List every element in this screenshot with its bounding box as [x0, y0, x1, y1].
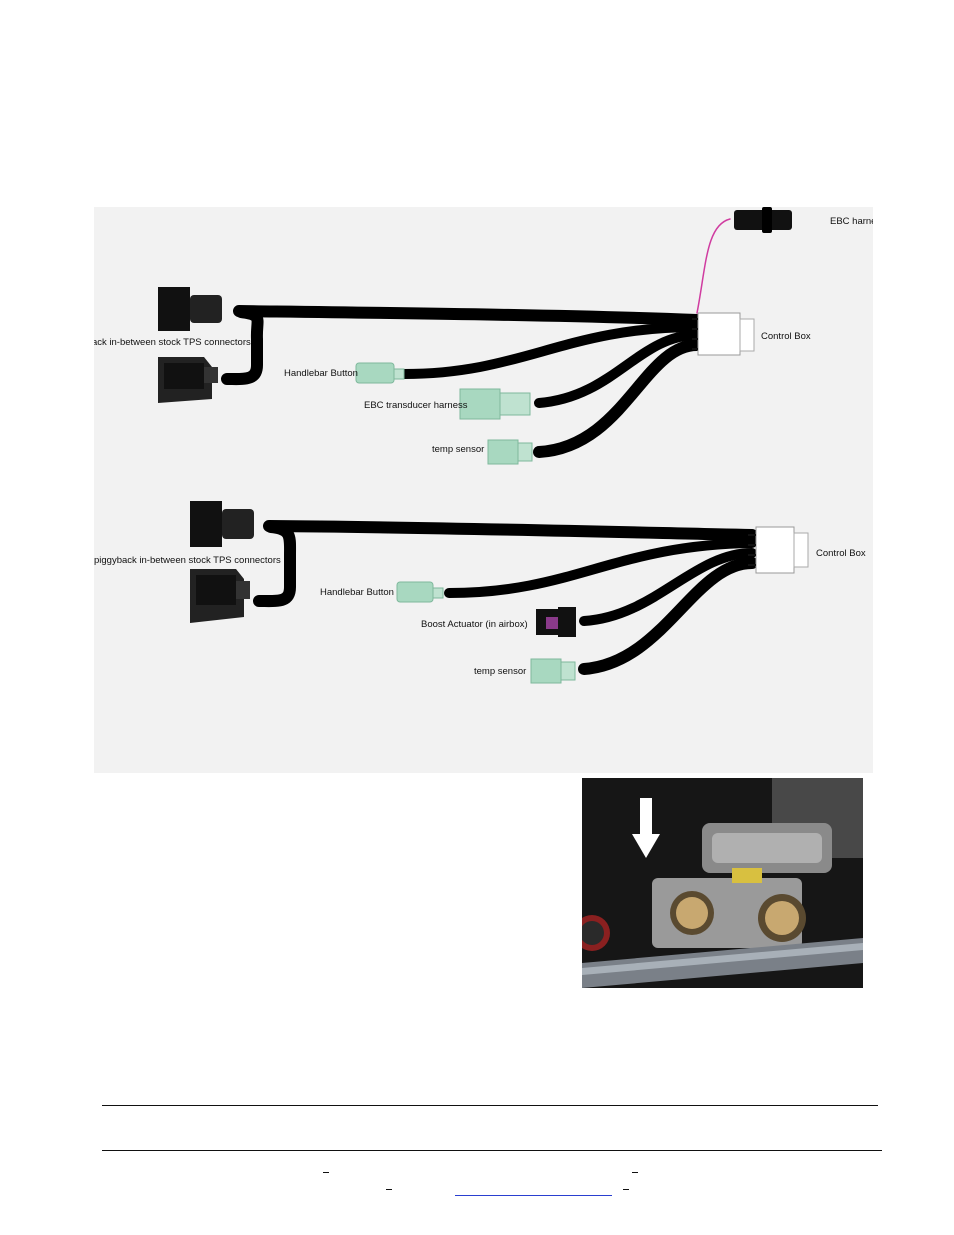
label-temp-sensor-top: temp sensor: [432, 444, 484, 455]
footer-dash: [632, 1172, 638, 1173]
tps-connector-lower-bottom: [190, 569, 250, 623]
tps-connector-lower: [158, 357, 218, 403]
label-handlebar-bottom: Handlebar Button: [320, 587, 394, 598]
footer-dash: [386, 1189, 392, 1190]
bottom-harness-diagram: Control Box piggyback in-between stock T…: [94, 501, 866, 684]
throttle-body-photo: [582, 778, 863, 988]
ebc-harness-connector: [734, 207, 792, 233]
footer-dash: [323, 1172, 329, 1173]
tps-connector-upper: [158, 287, 222, 331]
wiring-diagram-panel: EBC harness Control Box piggyback in-bet…: [94, 207, 873, 773]
label-boost-actuator: Boost Actuator (in airbox): [421, 619, 528, 630]
footer-dash: [623, 1189, 629, 1190]
label-control-box-bottom: Control Box: [816, 548, 866, 559]
label-ebc-transducer: EBC transducer harness: [364, 400, 468, 411]
boost-actuator-connector: [536, 607, 576, 637]
top-harness-diagram: EBC harness Control Box piggyback in-bet…: [94, 207, 873, 465]
ebc-transducer-connector: [459, 388, 531, 420]
temp-sensor-connector-bottom: [530, 658, 576, 684]
bottom-cables: [253, 520, 758, 675]
footer-rule-bottom: [102, 1150, 882, 1151]
tps-connector-upper-bottom: [190, 501, 254, 547]
label-temp-sensor-bottom: temp sensor: [474, 666, 526, 677]
label-tps-top: piggyback in-between stock TPS connector…: [94, 337, 251, 348]
control-box-connector-top: [692, 312, 755, 356]
handlebar-button-connector-top: [355, 362, 405, 384]
label-ebc-harness: EBC harness: [830, 216, 873, 227]
label-control-box-top: Control Box: [761, 331, 811, 342]
control-box-connector-bottom: [748, 526, 809, 574]
footer-link[interactable]: [455, 1181, 612, 1196]
label-tps-bottom: piggyback in-between stock TPS connector…: [94, 555, 281, 566]
handlebar-button-connector-bottom: [396, 581, 444, 603]
arrow-icon: [632, 798, 660, 858]
label-handlebar-top: Handlebar Button: [284, 368, 358, 379]
temp-sensor-connector-top: [487, 439, 533, 465]
top-cables: [221, 218, 731, 458]
footer-rule-top: [102, 1105, 878, 1106]
